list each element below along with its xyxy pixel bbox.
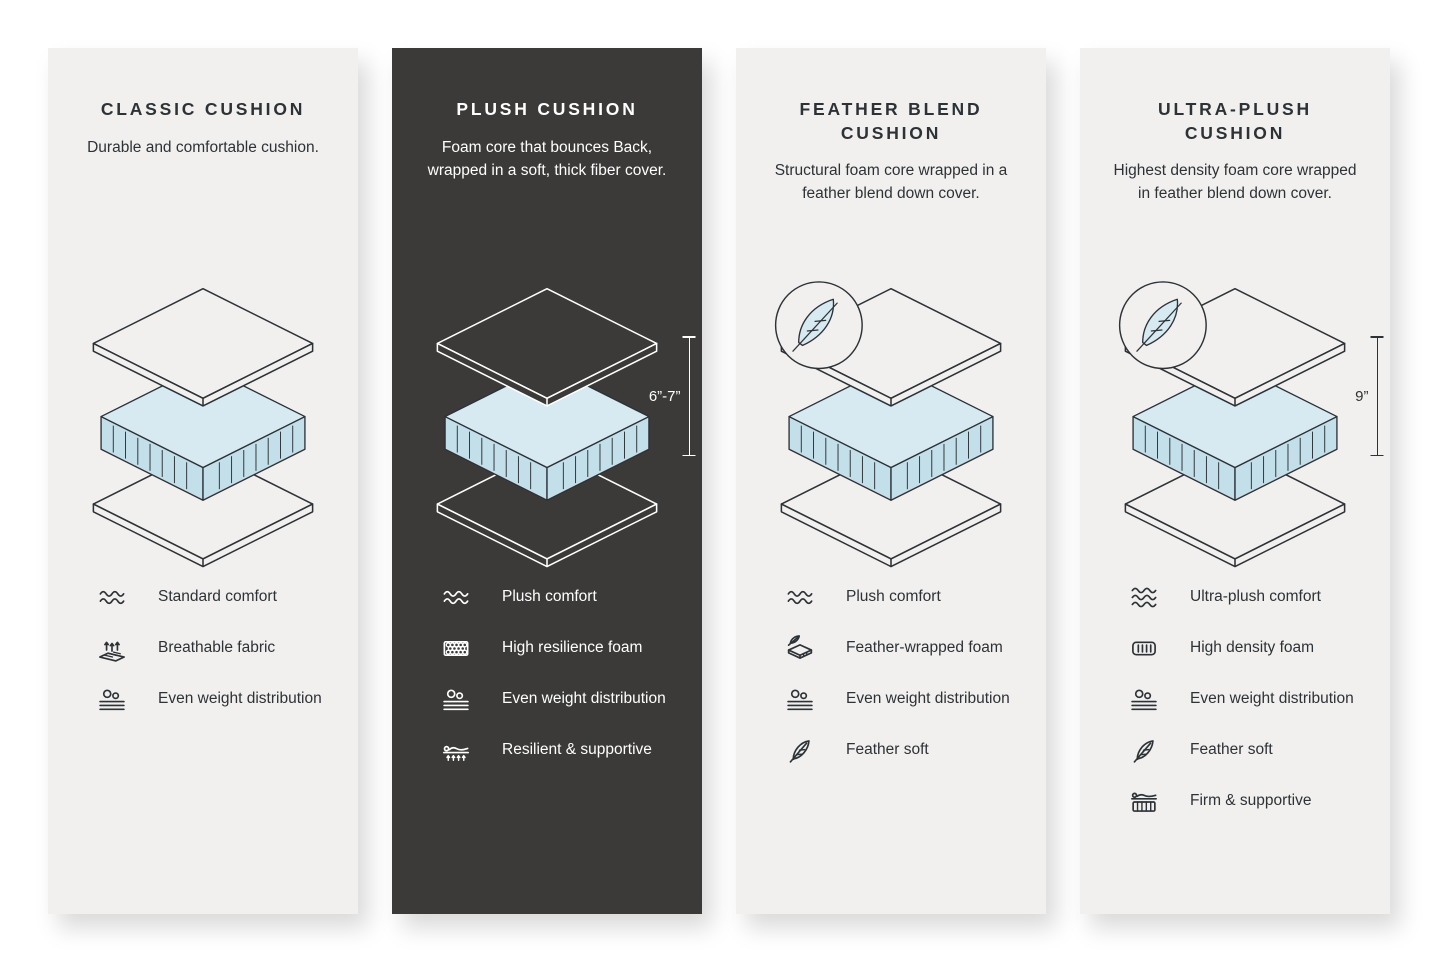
- card-title: CLASSIC CUSHION: [100, 99, 306, 119]
- feature-label: Plush comfort: [846, 588, 941, 606]
- bottom-cover: [1124, 448, 1346, 568]
- feature-list: Plush comfort High resilience foam Even …: [392, 582, 702, 766]
- cushion-card: FEATHER BLEND CUSHION Structural foam co…: [736, 48, 1046, 914]
- height-dimension: 6”-7”: [649, 336, 690, 456]
- feature-item: Even weight distribution: [434, 684, 692, 715]
- feature-label: Firm & supportive: [1190, 792, 1312, 810]
- feature-item: Firm & supportive: [1122, 786, 1380, 817]
- feature-item: High resilience foam: [434, 633, 692, 664]
- even-weight-icon: [434, 684, 478, 715]
- feature-label: High density foam: [1190, 639, 1315, 657]
- foam-hatch-lines: [800, 425, 982, 490]
- feature-label: Ultra-plush comfort: [1190, 588, 1321, 606]
- feature-item: Standard comfort: [90, 582, 348, 613]
- top-cover: [436, 288, 658, 408]
- feature-item: Even weight distribution: [90, 684, 348, 715]
- card-header: CLASSIC CUSHION Durable and comfortable …: [48, 98, 358, 280]
- feature-item: Even weight distribution: [778, 684, 1036, 715]
- card-title: ULTRA-PLUSH CUSHION: [1158, 99, 1312, 143]
- breathable-fabric-icon: [90, 633, 134, 664]
- feature-label: Even weight distribution: [502, 690, 666, 708]
- cushion-illustration: 9”: [1080, 280, 1390, 576]
- feature-label: Resilient & supportive: [502, 741, 652, 759]
- bottom-cover: [92, 448, 314, 568]
- top-cover: [92, 288, 314, 408]
- foam-hatch-lines: [1144, 425, 1326, 490]
- height-dimension: 9”: [1355, 336, 1378, 456]
- card-header: ULTRA-PLUSH CUSHION Highest density foam…: [1080, 98, 1390, 280]
- cushion-diagram: [1118, 281, 1346, 568]
- feather-icon: [1122, 735, 1166, 766]
- feature-item: Breathable fabric: [90, 633, 348, 664]
- feature-item: Feather soft: [1122, 735, 1380, 766]
- foam-core: [788, 365, 994, 502]
- dimension-line: [688, 336, 690, 456]
- waves-icon: [778, 582, 822, 613]
- card-description: Structural foam core wrapped in a feathe…: [774, 162, 1008, 203]
- cushion-diagram: [436, 288, 658, 568]
- even-weight-icon: [90, 684, 134, 715]
- resilient-supportive-icon: [434, 735, 478, 766]
- feature-item: Feather-wrapped foam: [778, 633, 1036, 664]
- feather-wrapped-foam-icon: [778, 633, 822, 664]
- dimension-label: 6”-7”: [648, 387, 681, 405]
- foam-hatch-lines: [456, 425, 638, 490]
- feature-label: Feather soft: [1190, 741, 1273, 759]
- bottom-cover: [780, 448, 1002, 568]
- bottom-cover: [436, 448, 658, 568]
- dimension-line: [1376, 336, 1378, 456]
- card-description: Highest density foam core wrapped in fea…: [1113, 162, 1357, 203]
- comparison-board: CLASSIC CUSHION Durable and comfortable …: [0, 0, 1445, 914]
- feather-badge: [1118, 281, 1207, 370]
- feature-label: Feather-wrapped foam: [846, 639, 1003, 657]
- feature-list: Ultra-plush comfort High density foam Ev…: [1080, 582, 1390, 817]
- waves-icon: [90, 582, 134, 613]
- feather-badge: [774, 281, 863, 370]
- dimension-label: 9”: [1355, 387, 1369, 405]
- foam-core: [444, 365, 650, 502]
- card-title: PLUSH CUSHION: [456, 99, 638, 119]
- card-header: FEATHER BLEND CUSHION Structural foam co…: [736, 98, 1046, 280]
- feature-item: Even weight distribution: [1122, 684, 1380, 715]
- feature-item: Plush comfort: [434, 582, 692, 613]
- firm-supportive-icon: [1122, 786, 1166, 817]
- feature-label: Breathable fabric: [158, 639, 276, 657]
- even-weight-icon: [778, 684, 822, 715]
- foam-hatch-lines: [112, 425, 294, 490]
- feature-label: Even weight distribution: [158, 690, 322, 708]
- feature-label: Feather soft: [846, 741, 929, 759]
- cushion-diagram: [774, 281, 1002, 568]
- feature-list: Plush comfort Feather-wrapped foam Even …: [736, 582, 1046, 766]
- feature-label: Even weight distribution: [1190, 690, 1354, 708]
- foam-core: [1132, 365, 1338, 502]
- waves-icon: [434, 582, 478, 613]
- feature-item: Feather soft: [778, 735, 1036, 766]
- feature-item: High density foam: [1122, 633, 1380, 664]
- feature-label: Plush comfort: [502, 588, 597, 606]
- foam-core: [100, 365, 306, 502]
- triple-waves-icon: [1122, 582, 1166, 613]
- card-description: Foam core that bounces Back, wrapped in …: [427, 138, 667, 179]
- feature-label: High resilience foam: [502, 639, 643, 657]
- feature-label: Even weight distribution: [846, 690, 1010, 708]
- resilience-foam-icon: [434, 633, 478, 664]
- even-weight-icon: [1122, 684, 1166, 715]
- cushion-card: CLASSIC CUSHION Durable and comfortable …: [48, 48, 358, 914]
- cushion-card: PLUSH CUSHION Foam core that bounces Bac…: [392, 48, 702, 914]
- feature-label: Standard comfort: [158, 588, 277, 606]
- feature-item: Resilient & supportive: [434, 735, 692, 766]
- cushion-card: ULTRA-PLUSH CUSHION Highest density foam…: [1080, 48, 1390, 914]
- card-description: Durable and comfortable cushion.: [87, 138, 319, 156]
- feather-icon: [778, 735, 822, 766]
- feature-item: Plush comfort: [778, 582, 1036, 613]
- cushion-diagram: [92, 288, 314, 568]
- card-title: FEATHER BLEND CUSHION: [799, 99, 983, 143]
- high-density-foam-icon: [1122, 633, 1166, 664]
- feature-list: Standard comfort Breathable fabric Even …: [48, 582, 358, 715]
- cushion-illustration: 6”-7”: [392, 280, 702, 576]
- card-header: PLUSH CUSHION Foam core that bounces Bac…: [392, 98, 702, 280]
- cushion-illustration: [736, 280, 1046, 576]
- cushion-illustration: [48, 280, 358, 576]
- feature-item: Ultra-plush comfort: [1122, 582, 1380, 613]
